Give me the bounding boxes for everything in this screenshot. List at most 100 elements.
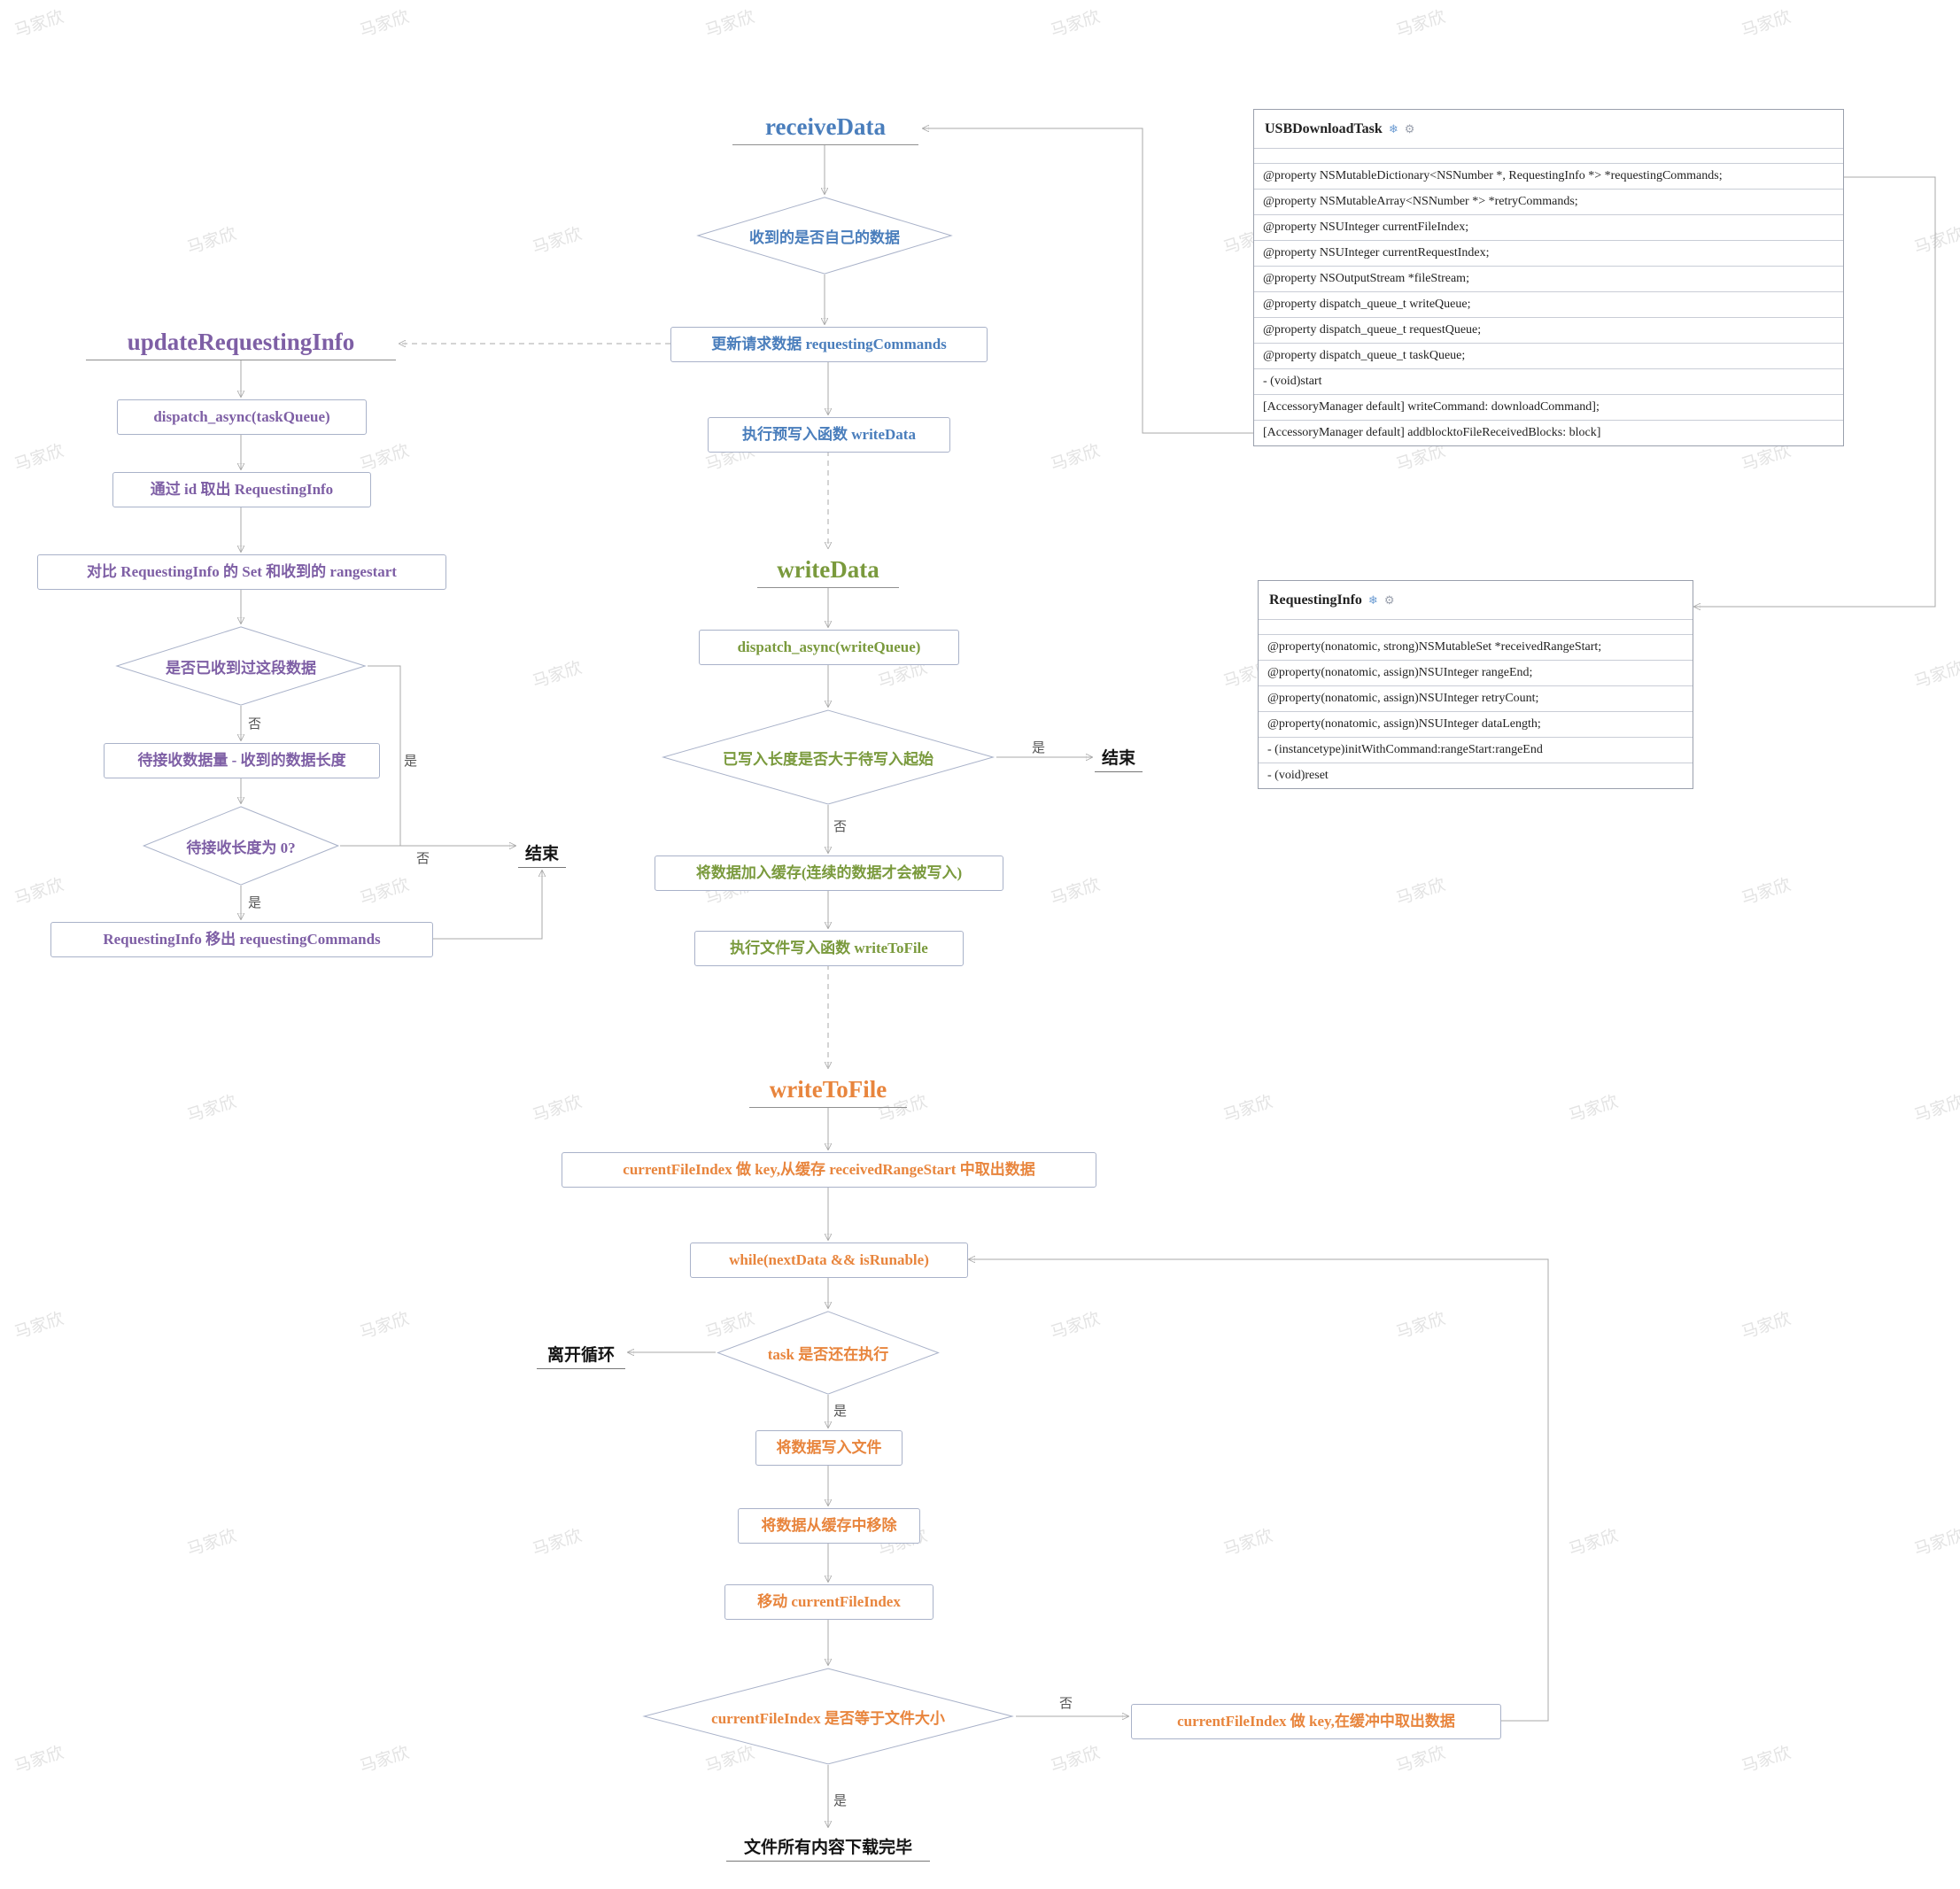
- watermark-text: 马家欣: [1911, 1526, 1960, 1560]
- gear-icon: ⚙: [1383, 592, 1395, 607]
- step-label: 移动 currentFileIndex: [757, 1593, 901, 1611]
- watermark-text: 马家欣: [1911, 1092, 1960, 1126]
- class-member-row: @property(nonatomic, strong)NSMutableSet…: [1259, 634, 1693, 660]
- watermark-text: 马家欣: [357, 7, 412, 42]
- decision-label: 收到的是否自己的数据: [749, 228, 900, 246]
- watermark-text: 马家欣: [1048, 441, 1103, 476]
- step-label: while(nextData && isRunable): [729, 1251, 929, 1269]
- written-length-decision: 已写入长度是否大于待写入起始: [660, 709, 996, 805]
- class-member-row: [AccessoryManager default] writeCommand:…: [1254, 394, 1843, 420]
- receive-own-data-decision: 收到的是否自己的数据: [695, 197, 954, 275]
- watermark-text: 马家欣: [357, 1743, 412, 1777]
- watermark-text: 马家欣: [12, 1743, 66, 1777]
- index-equals-filesize-decision: currentFileIndex 是否等于文件大小: [640, 1668, 1016, 1765]
- watermark-text: 马家欣: [12, 1309, 66, 1343]
- watermark-text: 马家欣: [1220, 1092, 1275, 1126]
- class-member-row: @property dispatch_queue_t writeQueue;: [1254, 291, 1843, 317]
- requesting-info-class: RequestingInfo ❄ ⚙ @property(nonatomic, …: [1258, 580, 1693, 789]
- watermark-text: 马家欣: [530, 658, 585, 693]
- update-requesting-commands-step: 更新请求数据 requestingCommands: [670, 327, 988, 362]
- edge-label-yes: 是: [248, 896, 262, 910]
- usb-download-task-class: USBDownloadTask ❄ ⚙ @property NSMutableD…: [1253, 109, 1844, 446]
- class-name: RequestingInfo: [1269, 592, 1362, 608]
- watermark-text: 马家欣: [1739, 7, 1793, 42]
- watermark-text: 马家欣: [184, 1092, 239, 1126]
- watermark-text: 马家欣: [1739, 1309, 1793, 1343]
- watermark-text: 马家欣: [12, 441, 66, 476]
- watermark-text: 马家欣: [12, 7, 66, 42]
- fetch-next-from-buffer-step: currentFileIndex 做 key,在缓冲中取出数据: [1131, 1704, 1501, 1739]
- edge-label-no: 否: [248, 717, 262, 732]
- while-loop-step: while(nextData && isRunable): [690, 1243, 968, 1278]
- watermark-text: 马家欣: [1739, 1743, 1793, 1777]
- write-to-file-title: writeToFile: [749, 1071, 907, 1108]
- edge-label-no: 否: [833, 820, 848, 834]
- watermark-text: 马家欣: [1220, 1526, 1275, 1560]
- leave-loop-terminal: 离开循环: [537, 1339, 625, 1369]
- update-end-terminal: 结束: [518, 838, 566, 868]
- step-label: currentFileIndex 做 key,从缓存 receivedRange…: [623, 1161, 1035, 1179]
- write-file-step: 将数据写入文件: [755, 1430, 903, 1466]
- watermark-text: 马家欣: [1048, 1743, 1103, 1777]
- class-member-row: - (void)start: [1254, 368, 1843, 394]
- length-zero-decision: 待接收长度为 0?: [142, 806, 340, 886]
- edge-label-yes: 是: [833, 1405, 848, 1419]
- write-end-terminal: 结束: [1095, 742, 1143, 772]
- compare-rangestart-step: 对比 RequestingInfo 的 Set 和收到的 rangestart: [37, 554, 446, 590]
- watermark-text: 马家欣: [1393, 875, 1448, 910]
- class-gap: [1259, 620, 1693, 634]
- class-member-row: @property NSUInteger currentRequestIndex…: [1254, 240, 1843, 266]
- class-member-row: @property dispatch_queue_t requestQueue;: [1254, 317, 1843, 343]
- step-label: 将数据从缓存中移除: [761, 1517, 897, 1535]
- diamond-shape: [142, 806, 340, 886]
- class-name: USBDownloadTask: [1265, 120, 1383, 136]
- watermark-text: 马家欣: [1566, 1526, 1621, 1560]
- decision-label: 是否已收到过这段数据: [166, 659, 316, 677]
- watermark-text: 马家欣: [1739, 875, 1793, 910]
- watermark-text: 马家欣: [530, 1092, 585, 1126]
- watermark-text: 马家欣: [12, 875, 66, 910]
- step-label: 执行文件写入函数 writeToFile: [730, 940, 928, 957]
- class-member-row: @property NSMutableDictionary<NSNumber *…: [1254, 163, 1843, 189]
- step-label: 将数据写入文件: [776, 1439, 882, 1457]
- add-cache-step: 将数据加入缓存(连续的数据才会被写入): [655, 855, 1003, 891]
- step-label: 对比 RequestingInfo 的 Set 和收到的 rangestart: [87, 563, 397, 581]
- watermark-text: 马家欣: [1566, 1092, 1621, 1126]
- decision-label: 已写入长度是否大于待写入起始: [723, 750, 934, 768]
- step-label: 待接收数据量 - 收到的数据长度: [137, 752, 346, 770]
- step-label: dispatch_async(taskQueue): [153, 408, 330, 426]
- remove-requesting-info-step: RequestingInfo 移出 requestingCommands: [50, 922, 433, 957]
- snowflake-icon: ❄: [1388, 121, 1398, 135]
- edge-label-yes: 是: [833, 1794, 848, 1808]
- watermark-text: 马家欣: [1393, 1743, 1448, 1777]
- already-received-decision: 是否已收到过这段数据: [114, 626, 368, 706]
- watermark-text: 马家欣: [1911, 224, 1960, 259]
- step-label: 更新请求数据 requestingCommands: [711, 336, 947, 353]
- diamond-shape: [640, 1668, 1016, 1765]
- class-member-row: @property(nonatomic, assign)NSUInteger r…: [1259, 685, 1693, 711]
- watermark-text: 马家欣: [184, 224, 239, 259]
- diamond-shape: [660, 709, 996, 805]
- edge-label-yes: 是: [1032, 741, 1046, 755]
- class-member-row: @property(nonatomic, assign)NSUInteger d…: [1259, 711, 1693, 737]
- diamond-shape: [114, 626, 368, 706]
- class-header: USBDownloadTask ❄ ⚙: [1254, 110, 1843, 149]
- gear-icon: ⚙: [1404, 121, 1415, 135]
- class-member-row: @property NSOutputStream *fileStream;: [1254, 266, 1843, 291]
- class-member-row: - (instancetype)initWithCommand:rangeSta…: [1259, 737, 1693, 763]
- watermark-text: 马家欣: [184, 1526, 239, 1560]
- watermark-text: 马家欣: [1048, 875, 1103, 910]
- receive-data-title: receiveData: [732, 108, 918, 145]
- exec-prewrite-step: 执行预写入函数 writeData: [708, 417, 950, 453]
- snowflake-icon: ❄: [1367, 592, 1378, 607]
- class-member-row: @property dispatch_queue_t taskQueue;: [1254, 343, 1843, 368]
- diamond-shape: [695, 197, 954, 275]
- step-label: RequestingInfo 移出 requestingCommands: [103, 931, 381, 948]
- watermark-text: 马家欣: [357, 875, 412, 910]
- watermark-text: 马家欣: [1393, 7, 1448, 42]
- class-gap: [1254, 149, 1843, 163]
- diamond-shape: [716, 1311, 941, 1395]
- step-label: dispatch_async(writeQueue): [737, 639, 921, 656]
- exec-write-to-file-step: 执行文件写入函数 writeToFile: [694, 931, 964, 966]
